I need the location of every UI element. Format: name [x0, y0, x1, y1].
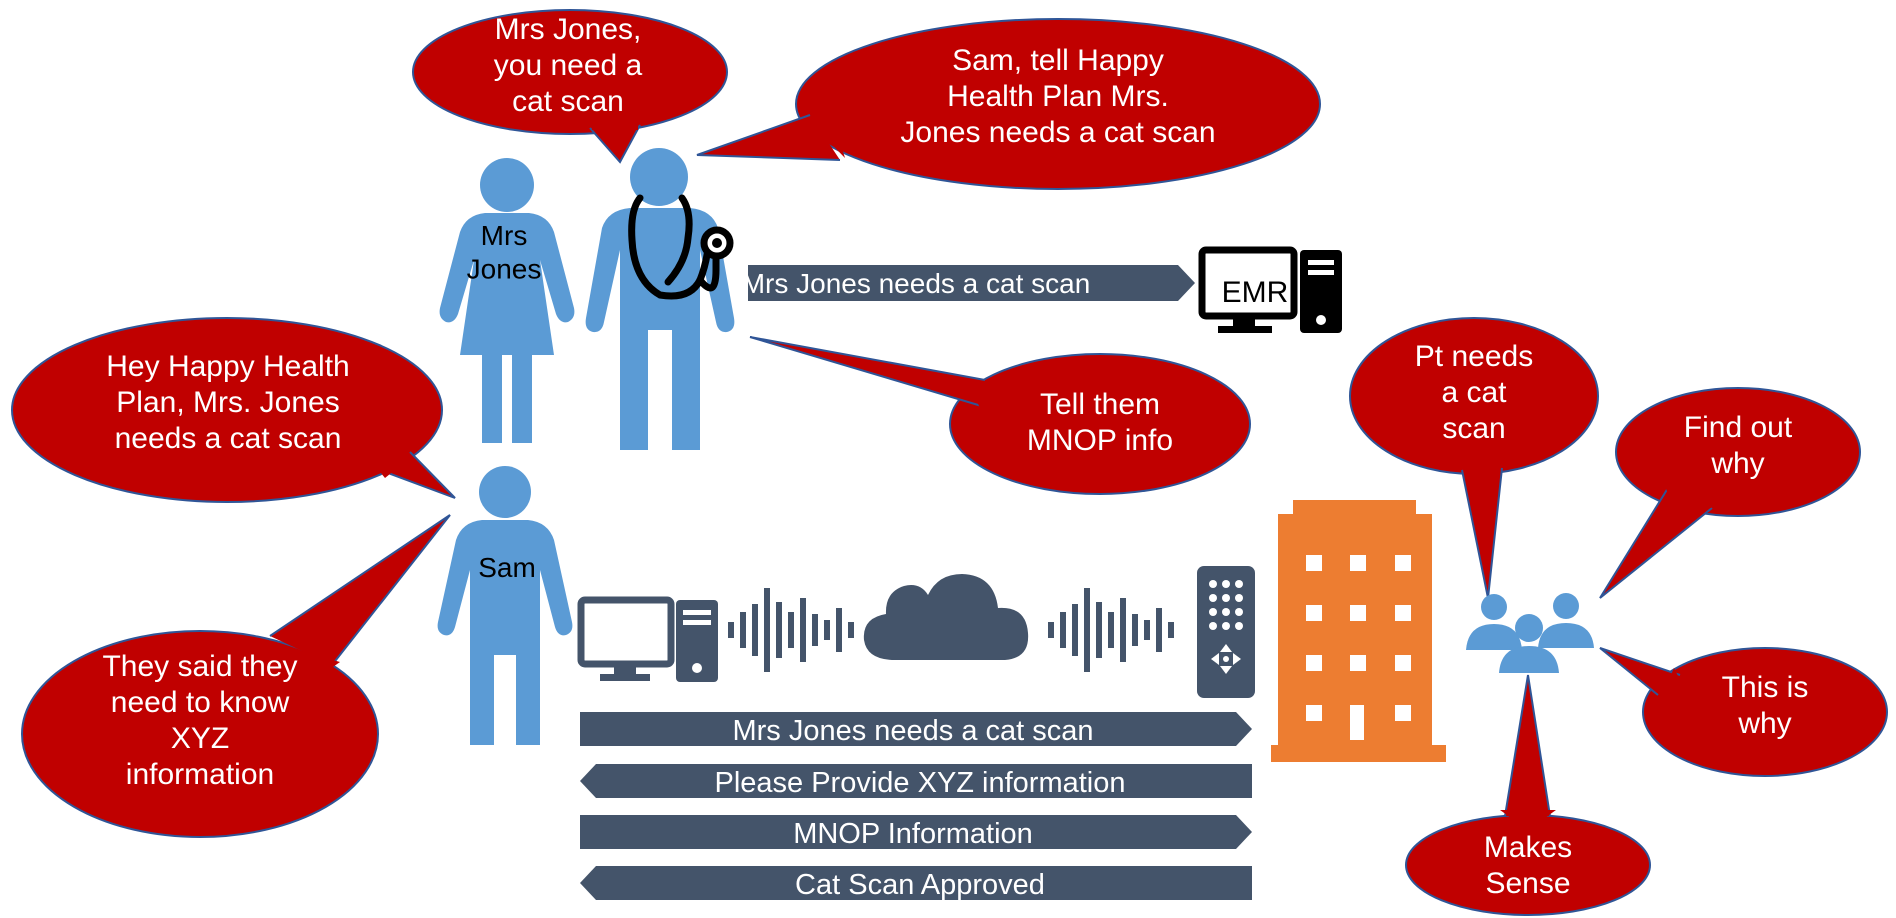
message-text: Mrs Jones needs a cat scan [732, 715, 1093, 747]
doctor-figure [585, 148, 735, 450]
emr-arrow-text: Mrs Jones needs a cat scan [742, 268, 1091, 299]
message-arrow: Cat Scan Approved [580, 866, 1252, 901]
sam-figure [437, 466, 573, 745]
cloud-icon [863, 574, 1029, 660]
telephone-icon [1197, 566, 1255, 698]
message-arrow: MNOP Information [580, 815, 1252, 850]
emr-computer-icon [1198, 246, 1342, 333]
message-arrow: Mrs Jones needs a cat scan [580, 712, 1252, 747]
office-building-icon [1271, 500, 1446, 762]
stethoscope-icon [628, 194, 734, 300]
emr-screen-label: EMR [1222, 276, 1289, 309]
sound-wave-icon [728, 588, 854, 672]
message-text: Cat Scan Approved [795, 869, 1045, 901]
reviewer-group-icon [1466, 593, 1594, 673]
message-list: Mrs Jones needs a cat scan Please Provid… [580, 712, 1252, 901]
sam-label: Sam [478, 552, 536, 583]
message-text: MNOP Information [793, 818, 1033, 850]
sound-wave-icon-right [1048, 588, 1174, 672]
message-text: Please Provide XYZ information [714, 767, 1125, 799]
message-arrow: Please Provide XYZ information [580, 764, 1252, 799]
desktop-computer-icon [577, 596, 718, 682]
mrs-jones-figure [439, 158, 575, 443]
emr-arrow: Mrs Jones needs a cat scan [742, 265, 1195, 301]
